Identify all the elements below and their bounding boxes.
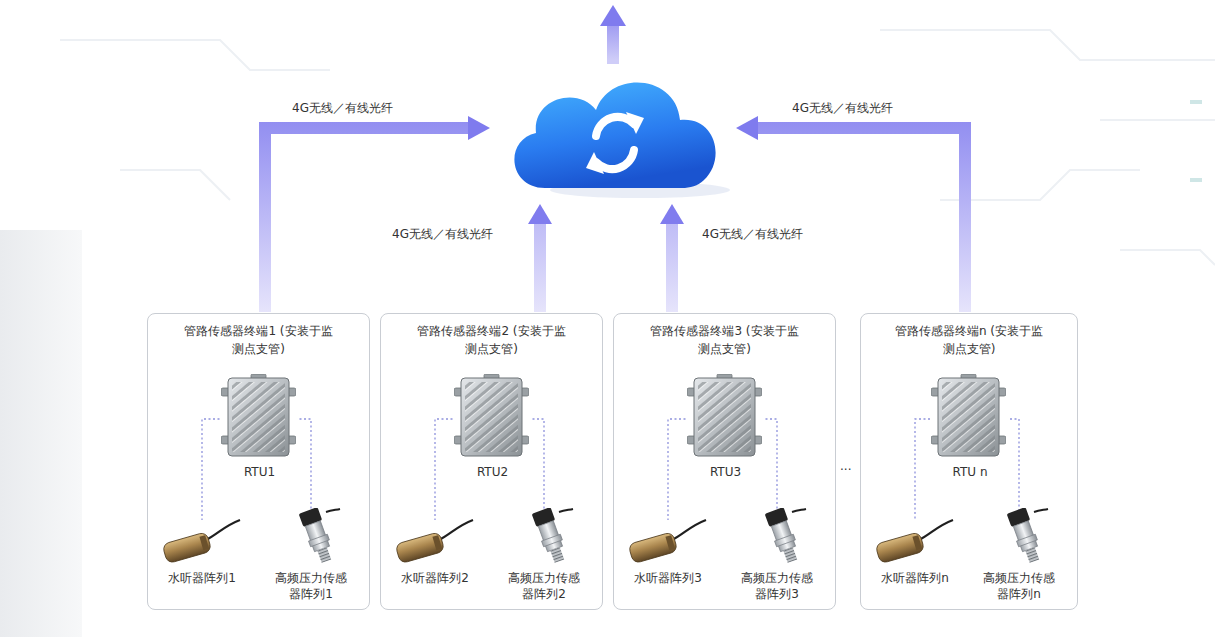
terminal-ground	[860, 313, 1078, 610]
device-label: RTU1	[220, 464, 300, 480]
link-label: 4G无线／有线光纤	[290, 100, 395, 116]
device-label: 水听器阵列1	[156, 570, 248, 586]
terminal-title: 管路传感器终端n (安装于监测点支管)	[894, 322, 1044, 358]
device-label: 高频压力传感器阵列n	[979, 570, 1059, 602]
signal-wire	[1010, 419, 1019, 510]
terminal-ground	[147, 313, 370, 610]
pressure-sensor	[299, 507, 340, 565]
signal-wire	[668, 419, 686, 520]
side-accent	[1190, 178, 1202, 182]
terminal-box: 管路传感器终端1 (安装于监测点支管) RTU1 水听器阵列1 高频压力传感器阵列1	[147, 313, 370, 610]
terminal-box: 管路传感器终端2 (安装于监测点支管) RTU2 水听器阵列2 高频压力传感器阵列2	[380, 313, 603, 610]
terminal-title: 管路传感器终端1 (安装于监测点支管)	[184, 322, 334, 358]
signal-wire	[766, 419, 778, 510]
signal-wire	[202, 419, 220, 520]
uplink-arrows	[265, 5, 965, 312]
side-accent	[1190, 100, 1202, 104]
device-label: 高频压力传感器阵列1	[271, 570, 351, 602]
device-label: RTU2	[453, 464, 533, 480]
signal-wire	[435, 419, 453, 520]
hydrophone-array: 水听器阵列3	[622, 518, 714, 586]
rtu-enclosure	[687, 374, 762, 456]
rtu-unit: RTU3	[686, 374, 766, 480]
pressure-sensor	[765, 507, 806, 565]
hydrophone	[875, 520, 953, 564]
terminal-title: 管路传感器终端3 (安装于监测点支管)	[650, 322, 800, 358]
hydrophone	[395, 520, 473, 564]
link-label: 4G无线／有线光纤	[790, 100, 895, 116]
background-circuit	[0, 30, 1215, 637]
rtu-unit: RTU1	[220, 374, 300, 480]
hydrophone	[628, 520, 706, 564]
terminal-ground	[380, 313, 603, 610]
pressure-sensor-array: 高频压力传感器阵列n	[969, 508, 1069, 602]
device-label: 水听器阵列n	[869, 570, 961, 586]
terminal-box: 管路传感器终端n (安装于监测点支管) RTU n 水听器阵列n 高频压力传感器阵列n	[860, 313, 1078, 610]
pressure-sensor-array: 高频压力传感器阵列1	[261, 508, 361, 602]
hydrophone	[162, 520, 240, 564]
device-label: 高频压力传感器阵列3	[737, 570, 817, 602]
terminal-box: 管路传感器终端3 (安装于监测点支管) RTU3 水听器阵列3 高频压力传感器阵列3	[613, 313, 836, 610]
rtu-unit: RTU n	[930, 374, 1010, 480]
rtu-enclosure	[221, 374, 296, 456]
terminal-ground	[613, 313, 836, 610]
pressure-sensor	[1007, 507, 1048, 565]
pressure-sensor-array: 高频压力传感器阵列2	[494, 508, 594, 602]
hydrophone-array: 水听器阵列n	[869, 518, 961, 586]
device-label: RTU n	[930, 464, 1010, 480]
hydrophone-array: 水听器阵列1	[156, 518, 248, 586]
signal-wire	[533, 419, 545, 510]
side-panel	[0, 230, 82, 637]
device-label: RTU3	[686, 464, 766, 480]
link-label: 4G无线／有线光纤	[390, 226, 495, 242]
hydrophone-array: 水听器阵列2	[389, 518, 481, 586]
ellipsis: ···	[838, 462, 853, 478]
rtu-enclosure	[454, 374, 529, 456]
signal-wire	[915, 419, 930, 520]
device-label: 高频压力传感器阵列2	[504, 570, 584, 602]
rtu-unit: RTU2	[453, 374, 533, 480]
device-label: 水听器阵列2	[389, 570, 481, 586]
cloud-icon	[514, 83, 730, 198]
terminal-title: 管路传感器终端2 (安装于监测点支管)	[417, 322, 567, 358]
link-label: 4G无线／有线光纤	[700, 226, 805, 242]
signal-wire	[300, 419, 312, 510]
rtu-enclosure	[931, 374, 1006, 456]
pressure-sensor-array: 高频压力传感器阵列3	[727, 508, 827, 602]
pressure-sensor	[532, 507, 573, 565]
device-label: 水听器阵列3	[622, 570, 714, 586]
